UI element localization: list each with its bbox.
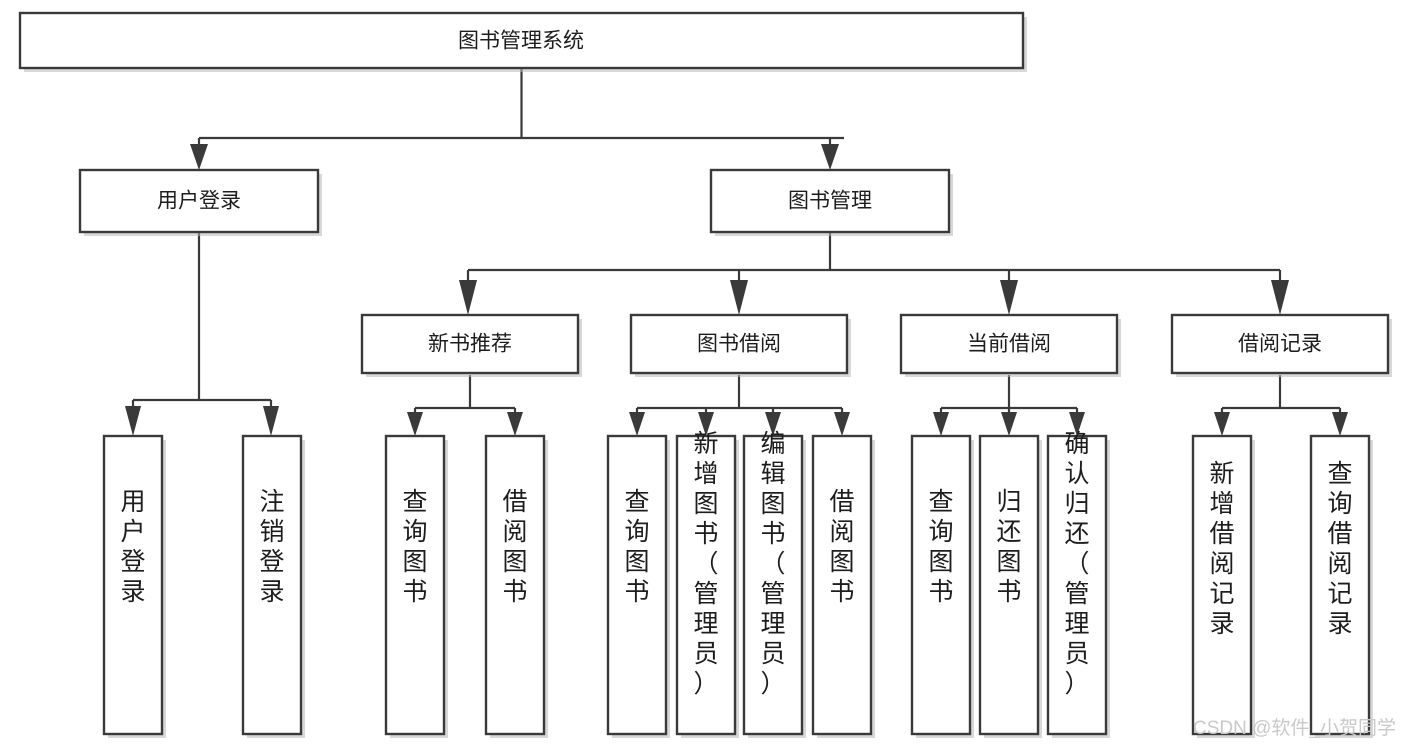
node-borrow-record-label: 借阅记录: [1238, 333, 1322, 356]
leaf-user-login-rect[interactable]: [102, 434, 164, 736]
leaf-borrow-book-2-rect[interactable]: [811, 434, 873, 736]
arrow-to-book-borrow: [730, 280, 748, 315]
leaf-edit-book-label: 编辑图书（管理员）: [760, 430, 785, 698]
arrow-to-leaf-logout-login: [263, 406, 279, 436]
leaf-query-record[interactable]: 查询借阅记录: [1309, 434, 1373, 738]
leaf-query-record-label: 查询借阅记录: [1327, 460, 1352, 638]
arrow-to-leaf-query-book-1: [407, 412, 423, 436]
leaf-return-book[interactable]: 归还图书: [978, 434, 1042, 738]
leaf-add-book-label: 新增图书（管理员）: [693, 430, 718, 698]
leaf-add-record-rect[interactable]: [1191, 434, 1253, 736]
node-user-login-label: 用户登录: [157, 190, 241, 213]
node-borrow-record[interactable]: 借阅记录: [1170, 313, 1392, 377]
leaf-borrow-book-1-rect[interactable]: [484, 434, 546, 736]
leaf-add-record-label: 新增借阅记录: [1209, 460, 1234, 638]
arrow-to-current-borrow: [1000, 280, 1018, 315]
leaf-query-book-2-label: 查询图书: [624, 488, 649, 606]
arrow-to-leaf-query-record: [1332, 412, 1348, 436]
leaf-query-book-1-label: 查询图书: [402, 488, 427, 606]
leaf-query-book-3-label: 查询图书: [928, 488, 953, 606]
arrow-to-leaf-edit-book: [765, 412, 781, 436]
arrow-to-leaf-confirm-return: [1069, 412, 1085, 436]
leaf-add-record[interactable]: 新增借阅记录: [1191, 434, 1255, 738]
leaf-edit-book-rect[interactable]: [742, 434, 804, 736]
node-book-borrow[interactable]: 图书借阅: [629, 313, 851, 377]
leaf-logout-login-rect[interactable]: [241, 434, 303, 736]
leaf-user-login[interactable]: 用户登录: [102, 434, 166, 738]
leaf-borrow-book-1-label: 借阅图书: [502, 488, 527, 606]
leaf-query-book-1-rect[interactable]: [384, 434, 446, 736]
leaf-edit-book[interactable]: 编辑图书（管理员）: [742, 430, 806, 738]
leaf-query-book-3-rect[interactable]: [910, 434, 972, 736]
node-user-login[interactable]: 用户登录: [78, 168, 322, 236]
node-book-manage-label: 图书管理: [788, 190, 872, 213]
arrow-to-leaf-user-login: [125, 406, 141, 436]
node-book-borrow-rect[interactable]: [629, 313, 849, 375]
arrow-to-leaf-query-book-3: [933, 412, 949, 436]
leaf-borrow-book-2-label: 借阅图书: [829, 488, 854, 606]
leaf-return-book-rect[interactable]: [978, 434, 1040, 736]
node-book-manage[interactable]: 图书管理: [709, 168, 953, 236]
leaf-query-book-2-rect[interactable]: [606, 434, 668, 736]
leaf-user-login-label: 用户登录: [120, 488, 145, 606]
leaf-borrow-book-2[interactable]: 借阅图书: [811, 434, 875, 738]
leaf-confirm-return-label: 确认归还（管理员）: [1064, 430, 1089, 698]
leaf-logout-login-label: 注销登录: [259, 488, 284, 606]
node-new-book-recommend-label: 新书推荐: [428, 333, 512, 356]
arrow-to-user-login: [190, 144, 208, 170]
leaf-confirm-return[interactable]: 确认归还（管理员）: [1046, 430, 1110, 738]
arrow-to-leaf-add-record: [1214, 412, 1230, 436]
arrow-to-leaf-borrow-book-2: [834, 412, 850, 436]
leaf-query-book-3[interactable]: 查询图书: [910, 434, 974, 738]
arrow-to-book-manage: [821, 144, 839, 170]
node-root-label: 图书管理系统: [458, 30, 584, 53]
node-borrow-record-rect[interactable]: [1170, 313, 1390, 375]
node-book-borrow-label: 图书借阅: [697, 333, 781, 356]
leaf-add-book[interactable]: 新增图书（管理员）: [675, 430, 739, 738]
node-book-manage-rect[interactable]: [709, 168, 951, 234]
leaf-return-book-label: 归还图书: [996, 488, 1021, 606]
arrow-to-new-book-recommend: [459, 280, 477, 315]
node-user-login-rect[interactable]: [78, 168, 320, 234]
arrow-to-leaf-borrow-book-1: [507, 412, 523, 436]
csdn-watermark: CSDN @软件_小贺同学: [1193, 717, 1396, 739]
arrow-to-borrow-record: [1271, 280, 1289, 315]
leaf-logout-login[interactable]: 注销登录: [241, 434, 305, 738]
node-current-borrow-rect[interactable]: [899, 313, 1119, 375]
node-root[interactable]: 图书管理系统: [18, 11, 1027, 72]
arrow-to-leaf-add-book: [698, 412, 714, 436]
leaf-query-book-1[interactable]: 查询图书: [384, 434, 448, 738]
leaf-query-record-rect[interactable]: [1309, 434, 1371, 736]
node-new-book-recommend[interactable]: 新书推荐: [360, 313, 582, 377]
arrow-to-leaf-return-book: [1001, 412, 1017, 436]
node-root-rect[interactable]: [18, 11, 1025, 70]
edge-layer: [125, 68, 1348, 436]
arrow-to-leaf-query-book-2: [629, 412, 645, 436]
leaf-query-book-2[interactable]: 查询图书: [606, 434, 670, 738]
leaf-borrow-book-1[interactable]: 借阅图书: [484, 434, 548, 738]
leaf-add-book-rect[interactable]: [675, 434, 737, 736]
node-current-borrow-label: 当前借阅: [967, 333, 1051, 356]
node-current-borrow[interactable]: 当前借阅: [899, 313, 1121, 377]
node-new-book-recommend-rect[interactable]: [360, 313, 580, 375]
leaf-confirm-return-rect[interactable]: [1046, 434, 1108, 736]
